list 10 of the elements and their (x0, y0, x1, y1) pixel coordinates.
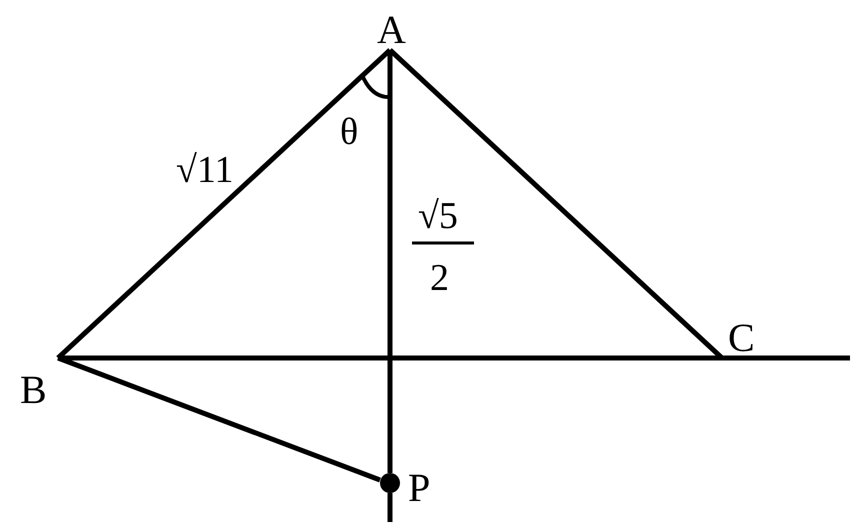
vertex-label: A (372, 10, 408, 50)
fraction-denominator: 2 (430, 258, 449, 298)
angle-label: θ (340, 112, 358, 152)
vertex-label: C (722, 318, 768, 358)
length-label: √11 (176, 150, 234, 190)
vertex-label: P (380, 473, 436, 509)
vertex-label: B (18, 358, 58, 410)
line-segment (56, 48, 392, 360)
fraction-numerator: √5 (418, 196, 458, 236)
line-segment (57, 356, 381, 482)
